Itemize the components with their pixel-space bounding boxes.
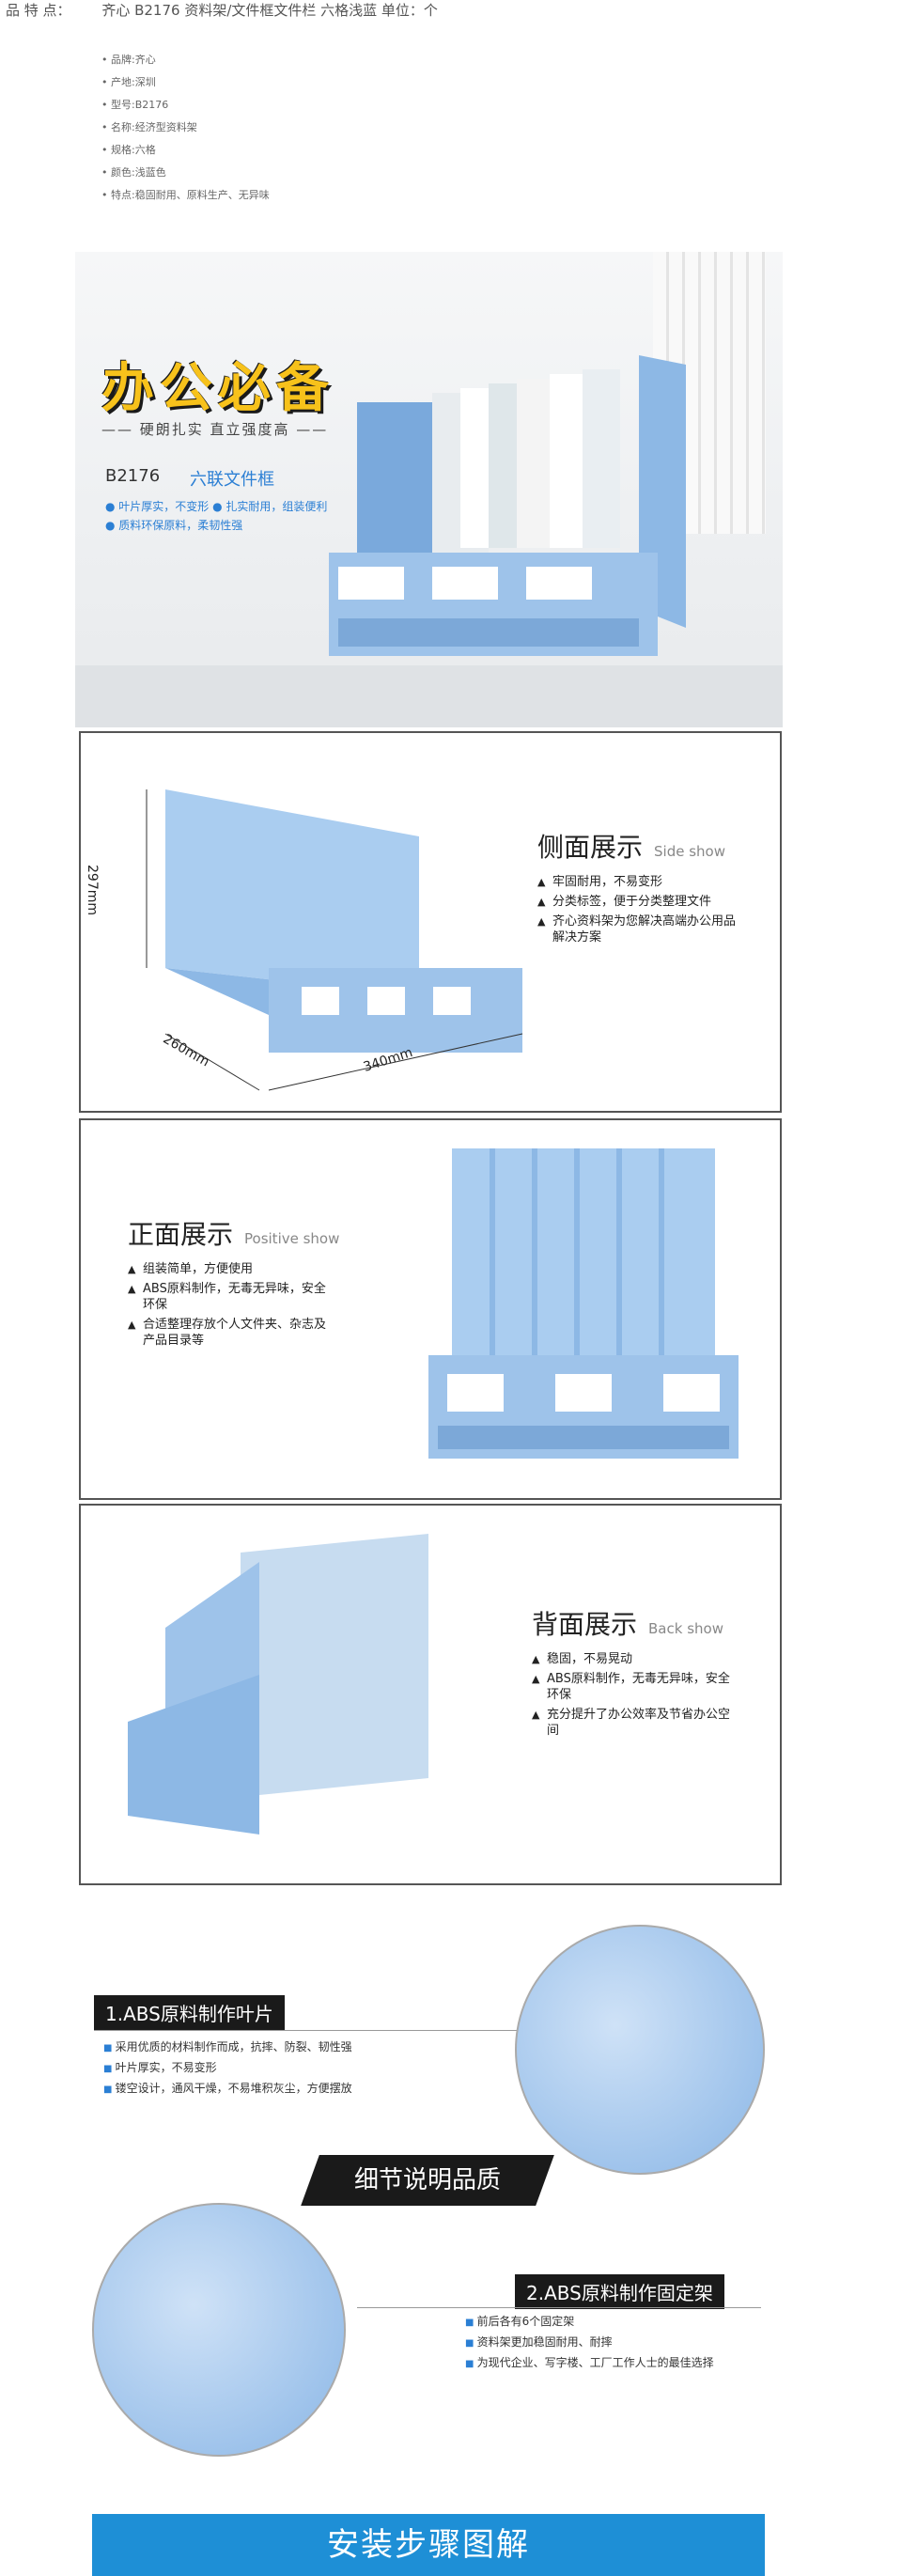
detail-item: 前后各有6个固定架 <box>465 2312 714 2333</box>
feature-item: 齐心资料架为您解决高端办公用品解决方案 <box>537 913 744 945</box>
feature-item: 牢固耐用，不易变形 <box>537 874 744 890</box>
install-steps-banner: 安装步骤图解 <box>92 2514 765 2576</box>
detail-tag-1: 1.ABS原料制作叶片 <box>94 1995 285 2030</box>
spec-item: 规格:六格 <box>101 139 270 162</box>
feature-item: 稳固，不易晃动 <box>532 1651 739 1667</box>
spec-item: 特点:稳固耐用、原料生产、无异味 <box>101 184 270 207</box>
divider <box>357 2307 761 2308</box>
feature-item: 合适整理存放个人文件夹、杂志及产品目录等 <box>128 1317 334 1349</box>
hero-name: 六联文件框 <box>190 470 274 490</box>
detail-item: 叶片厚实，不易变形 <box>103 2058 352 2079</box>
spec-item: 型号:B2176 <box>101 94 270 117</box>
feature-item: ABS原料制作，无毒无异味，安全环保 <box>532 1671 739 1703</box>
detail-list-1: 采用优质的材料制作而成，抗摔、防裂、韧性强 叶片厚实，不易变形 镂空设计，通风干… <box>103 2037 352 2100</box>
feature-item: 充分提升了办公效率及节省办公空间 <box>532 1707 739 1739</box>
hero-model: B2176 <box>105 466 161 486</box>
spec-list: 品牌:齐心 产地:深圳 型号:B2176 名称:经济型资料架 规格:六格 颜色:… <box>101 49 270 207</box>
detail-banner: 细节说明品质 <box>301 2155 554 2206</box>
spec-item: 品牌:齐心 <box>101 49 270 71</box>
detail-item: 资料架更加稳固耐用、耐摔 <box>465 2333 714 2353</box>
detail-closeup-blade <box>515 1925 765 2175</box>
front-feature-list: 组装简单，方便使用 ABS原料制作，无毒无异味，安全环保 合适整理存放个人文件夹… <box>128 1261 334 1352</box>
detail-item: 为现代企业、写字楼、工厂工作人士的最佳选择 <box>465 2353 714 2374</box>
spec-item: 名称:经济型资料架 <box>101 117 270 139</box>
hero-feature: ● 叶片厚实，不变形 ● 扎实耐用，组装便利 <box>105 500 328 513</box>
side-feature-list: 牢固耐用，不易变形 分类标签，便于分类整理文件 齐心资料架为您解决高端办公用品解… <box>537 874 744 949</box>
side-view-image <box>146 789 523 1091</box>
hero-subtitle: —— 硬朗扎实 直立强度高 —— <box>101 421 329 438</box>
back-feature-list: 稳固，不易晃动 ABS原料制作，无毒无异味，安全环保 充分提升了办公效率及节省办… <box>532 1651 739 1742</box>
feature-item: 分类标签，便于分类整理文件 <box>537 894 744 910</box>
hero-banner: 办公必备 —— 硬朗扎实 直立强度高 —— B2176 六联文件框 ● 叶片厚实… <box>75 252 783 727</box>
product-header: 品 特 点： 齐心 B2176 资料架/文件框文件栏 六格浅蓝 单位：个 <box>6 0 438 20</box>
divider <box>94 2030 526 2031</box>
feature-item: 组装简单，方便使用 <box>128 1261 334 1277</box>
header-label: 品 特 点： <box>6 2 71 19</box>
detail-list-2: 前后各有6个固定架 资料架更加稳固耐用、耐摔 为现代企业、写字楼、工厂工作人士的… <box>465 2312 714 2374</box>
feature-item: ABS原料制作，无毒无异味，安全环保 <box>128 1281 334 1313</box>
hero-title: 办公必备 <box>101 358 334 419</box>
detail-item: 采用优质的材料制作而成，抗摔、防裂、韧性强 <box>103 2037 352 2058</box>
detail-closeup-frame <box>92 2203 346 2457</box>
detail-item: 镂空设计，通风干燥，不易堆积灰尘，方便摆放 <box>103 2079 352 2100</box>
header-value: 齐心 B2176 资料架/文件框文件栏 六格浅蓝 单位：个 <box>101 2 438 19</box>
desk-surface <box>75 665 783 727</box>
spec-item: 产地:深圳 <box>101 71 270 94</box>
dim-height: 297mm <box>85 865 100 915</box>
detail-tag-2: 2.ABS原料制作固定架 <box>515 2274 724 2309</box>
rack-product-image <box>329 355 686 656</box>
back-view-image <box>128 1534 428 1834</box>
spec-item: 颜色:浅蓝色 <box>101 162 270 184</box>
front-view-image <box>428 1148 739 1459</box>
hero-feature: ● 质料环保原料，柔韧性强 <box>105 519 243 532</box>
